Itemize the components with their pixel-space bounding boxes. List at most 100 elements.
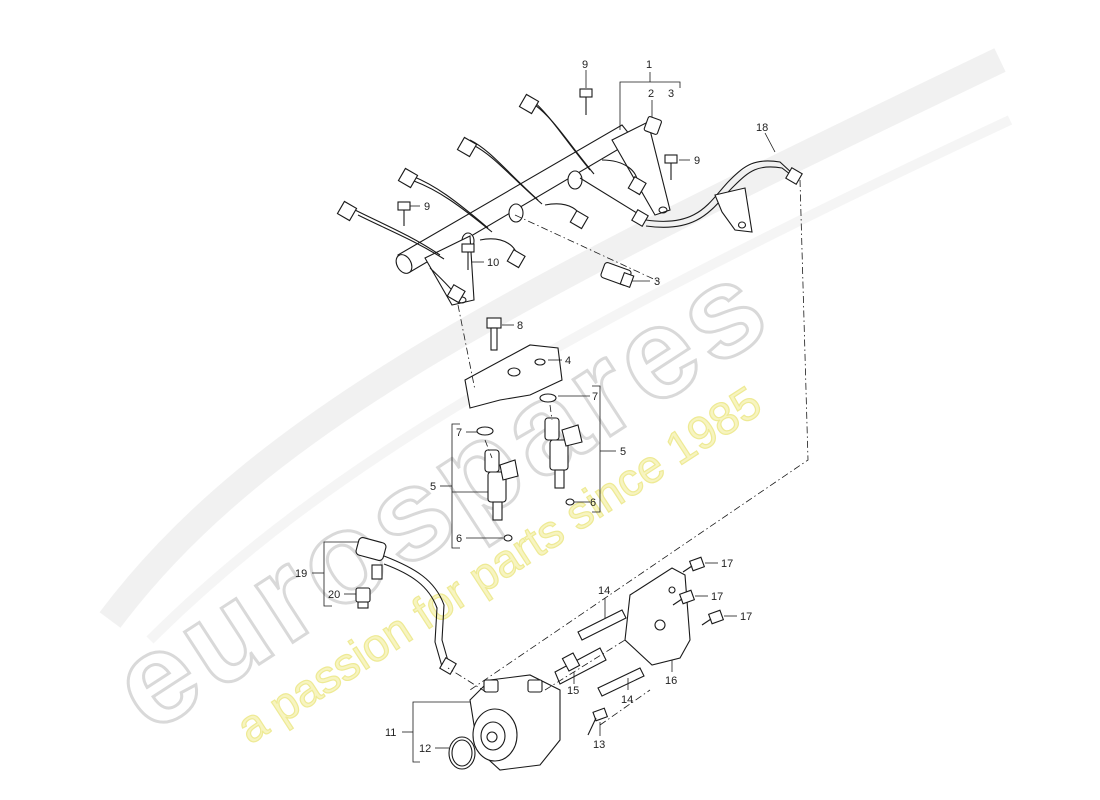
seal-ring <box>503 534 513 542</box>
bolt-head <box>592 707 609 722</box>
high-pressure-line <box>645 160 803 233</box>
bolt-head <box>579 88 593 98</box>
retainer-hole <box>507 367 521 377</box>
pump-inlet <box>483 679 499 693</box>
callout-16: 16 <box>665 675 677 687</box>
bolt-shank <box>701 618 712 626</box>
connector-stub <box>371 564 383 580</box>
cover-plate <box>624 567 691 666</box>
leader-5-right <box>592 385 601 513</box>
pump-drive <box>486 731 498 743</box>
injector-line <box>411 175 489 229</box>
hp-line <box>645 166 796 228</box>
rail-bracket-right <box>611 121 671 216</box>
callout-9-left: 9 <box>424 201 430 213</box>
callout-6-right: 6 <box>590 497 596 509</box>
fuel-rail-end <box>395 254 413 274</box>
watermark: eurospares a passion for parts since 198… <box>86 48 1013 760</box>
assembly-line <box>484 439 493 459</box>
callout-5-left: 5 <box>430 481 436 493</box>
injector-top <box>544 417 560 441</box>
bolts-9 <box>397 88 678 226</box>
bracket-hole <box>737 221 747 229</box>
bolt-shank <box>682 565 693 573</box>
hp-line-nut <box>785 167 803 185</box>
bolts-17 <box>672 556 725 626</box>
stud-hex <box>561 652 581 672</box>
cover-hole <box>668 586 676 594</box>
assembly-line <box>447 667 487 693</box>
pump-o-ring-inner <box>451 739 473 767</box>
callout-6-left: 6 <box>456 533 462 545</box>
callout-14-bottom: 14 <box>621 694 633 706</box>
callout-17-b: 17 <box>711 591 723 603</box>
leaders <box>312 70 776 763</box>
injector-line <box>534 104 595 175</box>
callout-8: 8 <box>517 320 523 332</box>
callout-10: 10 <box>487 257 499 269</box>
injector-connector <box>499 459 519 481</box>
bolt-head <box>707 609 725 625</box>
callout-3-top: 3 <box>668 88 674 100</box>
line-nut <box>397 167 419 189</box>
pump-o-ring <box>448 736 476 770</box>
injector-top <box>484 449 500 473</box>
fuel-sensor <box>355 587 371 603</box>
injector-line <box>354 209 441 256</box>
bolt-shank <box>490 327 498 351</box>
stud <box>597 667 645 697</box>
leader-19 <box>323 541 332 607</box>
callout-7-left: 7 <box>456 427 462 439</box>
callout-1: 1 <box>646 59 652 71</box>
callout-labels: 1 2 3 9 9 9 18 10 3 8 4 7 7 5 5 6 6 19 2… <box>295 59 768 755</box>
hp-line <box>645 160 794 222</box>
bolt-head <box>397 201 411 211</box>
injector-tip <box>492 501 503 521</box>
callout-9-top: 9 <box>582 59 588 71</box>
injector-connector <box>561 424 583 447</box>
line-nut <box>456 136 478 158</box>
callout-12: 12 <box>419 743 431 755</box>
stud <box>577 609 627 641</box>
callout-4: 4 <box>565 355 571 367</box>
callout-18: 18 <box>756 122 768 134</box>
injector-right <box>544 417 583 506</box>
high-pressure-pump <box>448 674 561 771</box>
injector-left <box>484 449 519 542</box>
quick-connector <box>355 537 387 561</box>
sensor-connector <box>619 271 635 289</box>
injector-line <box>413 180 493 233</box>
watermark-swoosh <box>99 48 1006 628</box>
callout-17-c: 17 <box>740 611 752 623</box>
fuel-line-nut <box>439 657 457 675</box>
line-nut <box>446 284 466 304</box>
callout-3: 3 <box>654 276 660 288</box>
injector-line <box>531 99 591 171</box>
retainer-hole <box>534 358 546 366</box>
o-ring <box>476 426 494 436</box>
bolt-head <box>486 317 502 329</box>
screw-plug <box>643 116 662 135</box>
callout-5-right: 5 <box>620 446 626 458</box>
injector-line <box>357 214 445 260</box>
callout-2: 2 <box>648 88 654 100</box>
assembly-line <box>549 404 553 421</box>
callout-19: 19 <box>295 568 307 580</box>
callout-20: 20 <box>328 589 340 601</box>
assembly-lines <box>447 179 809 726</box>
line-nut <box>336 200 358 222</box>
callout-13: 13 <box>593 739 605 751</box>
seal-ring <box>565 498 575 506</box>
assembly-line <box>599 689 651 726</box>
o-ring <box>539 393 557 403</box>
watermark-brand: eurospares <box>87 230 794 758</box>
assembly-line <box>544 639 626 691</box>
bolt-shank <box>672 598 683 606</box>
pump-outlet <box>527 679 543 693</box>
assembly-line <box>514 214 661 283</box>
studs <box>554 609 645 697</box>
injector-line <box>472 144 543 205</box>
bolt-head <box>688 556 706 572</box>
fuel-rail-assembly <box>336 93 671 306</box>
